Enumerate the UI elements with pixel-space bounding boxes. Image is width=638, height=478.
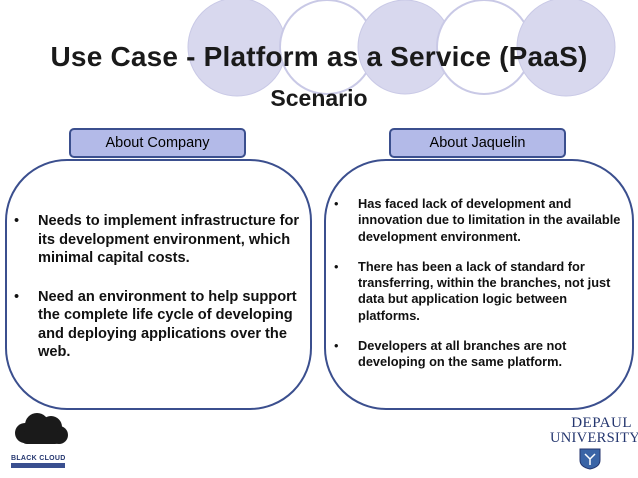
list-item-text: Developers at all branches are not devel… bbox=[358, 338, 567, 370]
left-panel bbox=[5, 159, 312, 410]
bullet-icon: • bbox=[14, 288, 20, 305]
tab-about-jaquelin: About Jaquelin bbox=[389, 128, 566, 158]
list-item: • Developers at all branches are not dev… bbox=[334, 338, 624, 371]
left-bullet-list: • Needs to implement infrastructure for … bbox=[14, 212, 308, 382]
list-item: • There has been a lack of standard for … bbox=[334, 258, 624, 324]
list-item: • Need an environment to help support th… bbox=[14, 288, 308, 362]
crest-icon bbox=[579, 448, 601, 470]
depaul-wordmark-top: DEPAUL bbox=[571, 415, 632, 431]
bullet-icon: • bbox=[334, 258, 339, 274]
tab-about-company: About Company bbox=[69, 128, 246, 158]
list-item: • Needs to implement infrastructure for … bbox=[14, 212, 308, 268]
depaul-university-logo: DEPAUL UNIVERSITY bbox=[550, 415, 638, 474]
bullet-icon: • bbox=[334, 338, 339, 354]
depaul-wordmark-bottom: UNIVERSITY bbox=[550, 430, 638, 446]
cloud-logo-icon bbox=[15, 413, 68, 444]
right-bullet-list: • Has faced lack of development and inno… bbox=[334, 196, 624, 385]
slide-title: Use Case - Platform as a Service (PaaS) bbox=[50, 41, 588, 72]
list-item-text: Needs to implement infrastructure for it… bbox=[38, 213, 300, 266]
list-item-text: There has been a lack of standard for tr… bbox=[358, 258, 611, 323]
circle-5 bbox=[516, 0, 616, 97]
list-item-text: Has faced lack of development and innova… bbox=[358, 196, 621, 244]
list-item-text: Need an environment to help support the … bbox=[38, 288, 297, 361]
black-cloud-logo: BLACK CLOUD bbox=[11, 411, 71, 471]
bullet-icon: • bbox=[334, 196, 339, 211]
bullet-icon: • bbox=[14, 213, 20, 229]
slide-subtitle: Scenario bbox=[270, 85, 368, 111]
wordmark-underline bbox=[11, 463, 65, 468]
black-cloud-wordmark: BLACK CLOUD bbox=[11, 455, 66, 462]
list-item: • Has faced lack of development and inno… bbox=[334, 196, 624, 245]
decorative-circles bbox=[187, 0, 616, 97]
right-panel bbox=[324, 159, 634, 410]
